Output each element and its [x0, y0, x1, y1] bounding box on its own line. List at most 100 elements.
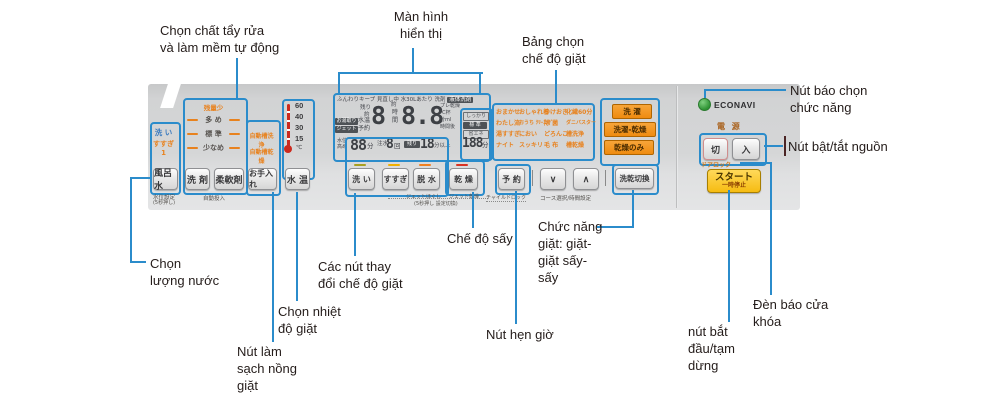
leader-bath-arm	[130, 177, 150, 179]
course-select-caption: コース選択/時間設定	[540, 196, 592, 202]
thermometer-bulb-icon	[284, 145, 292, 153]
leader-course	[555, 70, 557, 103]
leader-tub-clean	[272, 192, 274, 342]
leader-switch-arm	[597, 226, 634, 228]
reserve-callout-box	[495, 164, 531, 195]
lcd-level-stack: 水位高め	[337, 138, 348, 150]
course-item: どろんこ	[544, 131, 569, 138]
dry-indicator	[456, 164, 468, 166]
callout-display: Màn hình hiển thị	[393, 9, 449, 42]
lcd-rinse-count: 8	[386, 137, 394, 152]
course-up-button[interactable]: ∧	[573, 168, 599, 190]
course-item: 槽洗浄	[566, 131, 585, 138]
course-down-button[interactable]: ∨	[540, 168, 566, 190]
pause-label: 一時停止	[721, 181, 746, 189]
callout-timer: Nút hẹn giờ	[486, 327, 554, 342]
callout-course-panel: Bảng chọn chế độ giặt	[522, 34, 586, 67]
bath-rinse-label: すすぎ1	[153, 140, 174, 157]
leader-dry	[472, 192, 474, 228]
course-item: におい	[519, 131, 538, 138]
lcd-approx-label: 約	[364, 112, 370, 118]
wash-dry-switch-button[interactable]: 洗乾切換	[615, 168, 654, 189]
wash-button[interactable]: 洗 い	[348, 168, 375, 190]
course-list-callout-box	[492, 103, 595, 161]
hold-5s-caption: (5秒押し)	[152, 200, 176, 206]
spin-button[interactable]: 脱 水	[413, 168, 440, 190]
mode-dry-only-badge: 乾燥のみ	[604, 140, 654, 155]
mode-wash-dry-badge: 洗濯-乾燥	[604, 122, 656, 137]
rinse-button[interactable]: すすぎ	[382, 168, 409, 190]
callout-start-pause: nút bắt đầu/tạm dừng	[688, 324, 735, 374]
auto-tub-dry-label: 自動槽乾燥	[249, 149, 274, 165]
dry-button-callout-box	[445, 160, 485, 196]
washer-control-panel: 洗 い すすぎ1 風呂水 水位設定 (5秒押し) 残量少 多 め 標 準 少なめ…	[148, 84, 800, 210]
leader-display-cross	[338, 72, 483, 74]
lcd-over-label: 分以上	[434, 143, 451, 149]
lcd-min-label-1: 分	[367, 142, 374, 150]
leader-display-left	[338, 72, 340, 94]
leader-timer	[515, 191, 517, 324]
lid-highlight	[160, 84, 181, 108]
leader-display-stem	[412, 48, 414, 74]
softener-button[interactable]: 柔軟剤	[214, 168, 244, 190]
course-item: おまかせ	[496, 109, 521, 116]
reserve-button[interactable]: 予 約	[498, 168, 525, 190]
leader-temp	[296, 192, 298, 301]
power-off-button[interactable]: 切	[703, 138, 728, 160]
callout-water-level: Chọn lượng nước	[150, 256, 220, 289]
course-item: おしゃれ着	[519, 109, 550, 116]
course-item: ダニバスター	[566, 120, 597, 126]
leader-econavi	[704, 89, 786, 91]
callout-mode-buttons: Các nút thay đổi chế độ giặt	[318, 259, 403, 292]
leader-phase-buttons	[354, 193, 356, 256]
separator	[532, 170, 533, 186]
start-pause-button[interactable]: スタート 一時停止	[707, 169, 761, 193]
lcd-kan-label: 間	[392, 117, 399, 124]
water-temp-button[interactable]: 水 温	[285, 168, 310, 190]
bath-wash-label: 洗 い	[154, 128, 173, 137]
dispenser-row-standard: 標 準	[187, 129, 240, 139]
lcd-badge-2: ジェット	[335, 126, 358, 133]
start-label: スタート	[714, 172, 753, 184]
dispenser-low-label: 残量少	[203, 104, 224, 112]
lcd-mini-badge: 残り	[404, 141, 420, 148]
lcd-callout-box	[333, 93, 491, 162]
econavi-led-icon	[698, 98, 711, 111]
lcd-fill-label: 注水	[377, 141, 389, 147]
jet-dry-caption: ジェット乾燥	[449, 194, 480, 200]
wash-phase-callout-box	[345, 137, 449, 197]
auto-dispense-caption: 自動投入	[202, 196, 225, 202]
door-lock-caption: ドアロック	[701, 162, 732, 169]
chevron-down-icon: ∨	[549, 173, 557, 184]
lcd-mid-approx: 約	[391, 102, 397, 108]
bath-water-button[interactable]: 風呂水	[153, 168, 178, 192]
lcd-intensity-badges: しっかり 標 準 省エネ	[463, 112, 489, 140]
tub-care-button[interactable]: お手入れ	[248, 168, 277, 190]
callout-function-indicator: Nút báo chọn chức năng	[790, 83, 868, 116]
leader-doorlock-arm	[740, 162, 772, 164]
leader-doorlock-stem	[770, 162, 772, 295]
power-on-button[interactable]: 入	[732, 138, 760, 160]
panel-divider	[676, 86, 677, 208]
course-item: 除 菌	[544, 120, 559, 127]
callout-wash-function: Chức năng giặt: giặt- giặt sấy- sấy	[538, 219, 603, 286]
econavi-label: ECONAVI	[714, 100, 756, 110]
bath-water-callout-box	[150, 122, 181, 195]
callout-temperature: Chọn nhiệt độ giặt	[278, 304, 341, 337]
course-item: 化繊60分	[566, 109, 593, 116]
course-item: わたし流	[496, 120, 521, 127]
lcd-remaining-label: 残り	[360, 105, 372, 111]
spin-indicator	[419, 164, 431, 166]
leader-start	[728, 190, 730, 322]
dispenser-row-less: 少なめ	[187, 143, 240, 153]
detergent-button[interactable]: 洗 剤	[185, 168, 210, 190]
lcd-top-line: ふんわりキープ 見直し中 水30Lあたり 洗剤 液体洗剤	[337, 97, 474, 103]
course-item: おうち ｸﾘｰﾆﾝｸﾞ	[519, 120, 554, 126]
power-callout-box	[699, 133, 767, 166]
jet-hold-caption: (5秒押し 設定切換)	[414, 201, 458, 207]
dry-button[interactable]: 乾 燥	[449, 168, 478, 190]
badge-shouene: 省エネ	[463, 130, 489, 139]
lcd-top-badge: 液体洗剤	[447, 97, 474, 103]
